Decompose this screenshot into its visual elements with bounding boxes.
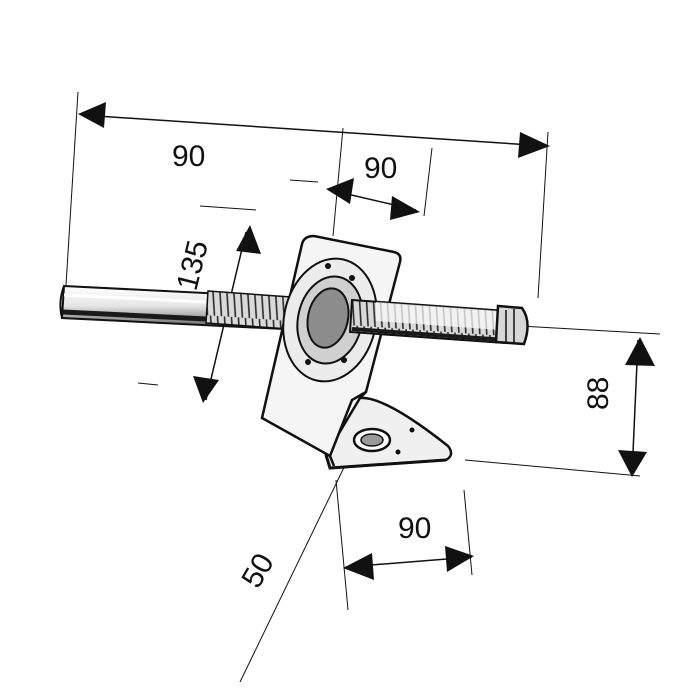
arrowhead-88-bottom (618, 450, 647, 477)
dim-label-overall-length: 90 (172, 140, 205, 173)
arrowhead-90-top-right (518, 132, 550, 158)
dim-label-plate-width: 90 (364, 152, 397, 185)
dim-label-diameter-50: 50 (235, 548, 280, 593)
arrowhead-90-base-right (445, 546, 474, 572)
dim-label-base-width: 90 (398, 512, 431, 545)
arrowhead-135-bottom (193, 376, 219, 403)
dim-label-height-135: 135 (171, 237, 215, 294)
threaded-rod-front (348, 298, 529, 346)
arrowheads (78, 102, 655, 580)
arrowhead-90-base-left (343, 553, 374, 580)
dim-label-height-88: 88 (582, 377, 615, 410)
arrowhead-90-plate-right (390, 196, 420, 220)
arrowhead-90-top-left (78, 102, 106, 128)
arrowhead-88-top (625, 337, 655, 366)
arrowhead-135-top (236, 225, 261, 254)
arrowhead-90-plate-left (326, 178, 354, 204)
threaded-rod (59, 284, 307, 332)
angle-bracket (260, 234, 453, 470)
extension-lines (65, 91, 661, 683)
